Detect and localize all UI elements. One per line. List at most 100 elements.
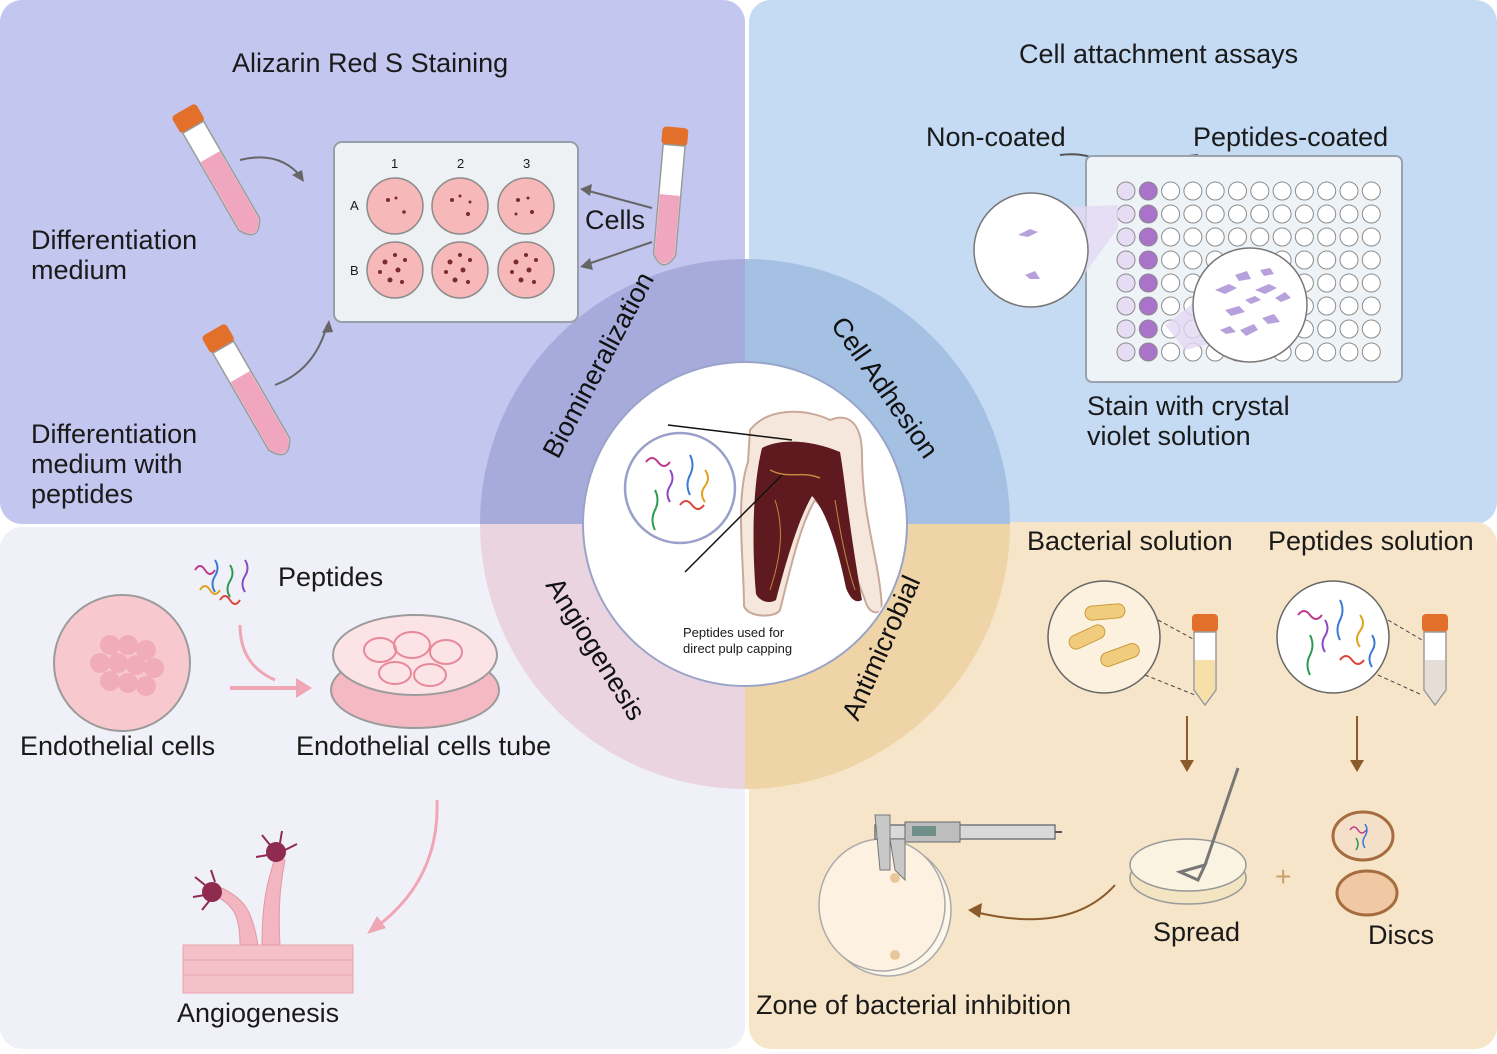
- plate-well: [1116, 296, 1136, 316]
- endothelial-tube-label: Endothelial cells tube: [296, 731, 551, 761]
- plate-well: [1250, 204, 1270, 224]
- magnifier-non-coated: [973, 192, 1118, 308]
- spread-dish: [1129, 767, 1247, 905]
- stain-label-line2: violet solution: [1087, 421, 1251, 451]
- plate-well: [1138, 227, 1158, 247]
- plate-well: [1138, 296, 1158, 316]
- arrow-head: [580, 184, 592, 196]
- plate-well: [1294, 250, 1314, 270]
- angiogenesis-label: Angiogenesis: [177, 998, 339, 1028]
- plate-well: [1339, 204, 1359, 224]
- plate-well: [1138, 273, 1158, 293]
- discs-label: Discs: [1368, 920, 1434, 950]
- plate-well: [1361, 227, 1381, 247]
- plate-well: [1339, 319, 1359, 339]
- plate-well: [1317, 227, 1337, 247]
- peptides-solution-label: Peptides solution: [1268, 526, 1474, 556]
- plate-well: [1317, 181, 1337, 201]
- plate-well: [1161, 227, 1181, 247]
- plate-well: [1339, 227, 1359, 247]
- bacterial-solution-label: Bacterial solution: [1027, 526, 1233, 556]
- arrow-head: [322, 320, 333, 333]
- plate-well: [1205, 204, 1225, 224]
- label-differentiation-peptides-line2: medium with: [31, 449, 183, 479]
- plate-col-1: 1: [391, 156, 398, 171]
- plate-well: [1250, 181, 1270, 201]
- biomineralization-title: Alizarin Red S Staining: [232, 48, 508, 78]
- plate-well: [1272, 181, 1292, 201]
- plate-well: [1317, 273, 1337, 293]
- plate-well: [1183, 204, 1203, 224]
- plate-well: [1250, 227, 1270, 247]
- center-caption-line2: direct pulp capping: [683, 641, 792, 656]
- cells-tube: [652, 126, 689, 266]
- peptides-label: Peptides: [278, 562, 383, 592]
- arrow-tube-to-angiogenesis: [374, 799, 439, 930]
- plate-well: [1272, 204, 1292, 224]
- plate-well: [1339, 342, 1359, 362]
- plate-well: [1161, 342, 1181, 362]
- plate-well: [1361, 181, 1381, 201]
- plate-well: [1339, 273, 1359, 293]
- spread-label: Spread: [1153, 917, 1240, 947]
- stain-label-line1: Stain with crystal: [1087, 391, 1290, 421]
- plate-well: [1183, 181, 1203, 201]
- peptides-magnifier: [1276, 580, 1423, 696]
- plate-well: [1138, 204, 1158, 224]
- tooth-illustration: [667, 410, 884, 617]
- plate-well: [1161, 273, 1181, 293]
- six-well-plate: 1 2 3 A B: [333, 141, 579, 323]
- arrow-head: [1350, 760, 1364, 772]
- differentiation-tube-1: [172, 104, 261, 236]
- arrow-cells-to-plate-a: [584, 189, 653, 209]
- plate-well: [1361, 250, 1381, 270]
- plate-well: [1161, 181, 1181, 201]
- plate-well: [1183, 227, 1203, 247]
- plate-well: [1205, 181, 1225, 201]
- endothelial-cells-cluster: [90, 635, 164, 696]
- endothelial-tube-dish: [330, 614, 500, 729]
- plate-well: [1317, 250, 1337, 270]
- zone-label: Zone of bacterial inhibition: [756, 990, 1071, 1020]
- plate-well: [1361, 342, 1381, 362]
- arrow-head: [367, 916, 386, 934]
- angiogenesis-vessel: [182, 830, 354, 994]
- plate-well: [1339, 296, 1359, 316]
- plate-well: [1116, 273, 1136, 293]
- peptides-tube: [1422, 614, 1448, 707]
- plate-well: [1161, 296, 1181, 316]
- arrow-head: [580, 258, 593, 270]
- magnifier-peptides-coated: [1165, 247, 1308, 363]
- plate-well: [1161, 204, 1181, 224]
- plate-well: [1116, 250, 1136, 270]
- non-coated-label: Non-coated: [926, 122, 1066, 152]
- plate-well: [1361, 273, 1381, 293]
- plate-well: [1228, 204, 1247, 224]
- plate-col-2: 2: [457, 156, 464, 171]
- plate-well: [1161, 250, 1181, 270]
- plate-well: [1294, 342, 1314, 362]
- plate-well: [1116, 319, 1136, 339]
- plate-well: [1294, 204, 1314, 224]
- plate-well: [1317, 319, 1337, 339]
- plate-well: [1228, 227, 1247, 247]
- plate-well: [1361, 319, 1381, 339]
- plate-well: [1272, 227, 1292, 247]
- arrow-peptides-to-plate: [274, 324, 328, 386]
- plate-well: [1116, 342, 1136, 362]
- plate-row-a: A: [350, 198, 359, 213]
- plate-row-b: B: [350, 263, 359, 278]
- differentiation-tube-2: [202, 324, 291, 456]
- label-differentiation-peptides-line1: Differentiation: [31, 419, 197, 449]
- center-caption-line1: Peptides used for: [683, 625, 785, 640]
- plate-well: [1116, 227, 1136, 247]
- plate-well: [1205, 227, 1225, 247]
- plate-well: [1361, 296, 1381, 316]
- bacterial-tube: [1192, 614, 1218, 707]
- peptides-squiggle: [194, 559, 249, 605]
- endothelial-cells-label: Endothelial cells: [20, 731, 215, 761]
- plate-well: [1183, 250, 1203, 270]
- ninety-six-well-plate: [1085, 155, 1403, 383]
- cells-label: Cells: [585, 205, 645, 235]
